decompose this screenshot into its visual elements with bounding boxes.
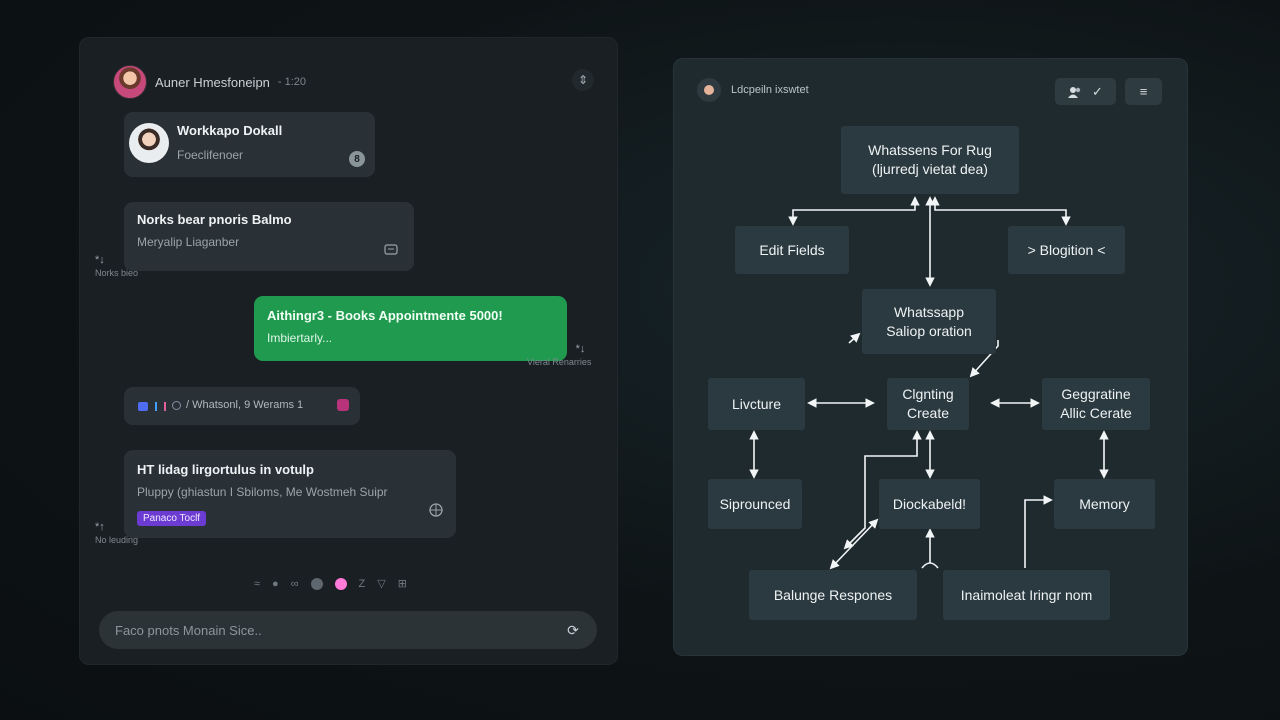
contact-name: Workkapo Dokall (177, 123, 283, 138)
circle-icon (172, 401, 181, 410)
chat-panel: Auner Hmesfoneipn - 1:20 ⇕ Workkapo Doka… (79, 37, 618, 665)
outgoing-message-subtitle: Imbiertarly... (267, 331, 333, 345)
pink-badge-icon (337, 399, 349, 411)
contact-avatar (129, 123, 169, 163)
node-trigger[interactable]: Whatssens For Rug (ljurredj vietat dea) (841, 126, 1019, 194)
user-check-button[interactable]: ✓ (1055, 78, 1116, 105)
contact-subtitle: Foeclifenoer (177, 148, 244, 162)
reaction-bar: ≈ ● ∞ Z ▽ ⊞ (254, 577, 407, 590)
message-meta: *↑ No leuding (95, 521, 139, 545)
node-edit-fields[interactable]: Edit Fields (735, 226, 849, 274)
users-icon (1068, 86, 1081, 98)
contact-card[interactable]: Workkapo Dokall Foeclifenoer 8 (124, 112, 375, 177)
outgoing-message-bubble[interactable]: Aithingr3 - Books Appointmente 5000! Imb… (254, 296, 567, 361)
active-dot-icon[interactable] (334, 577, 347, 590)
node-clgnting[interactable]: Clgnting Create (887, 378, 969, 430)
node-diockabeld[interactable]: Diockabeld! (879, 479, 980, 529)
message-bubble[interactable]: HT lidag lirgortulus in votulp Pluppy (g… (124, 450, 456, 538)
outgoing-message-title: Aithingr3 - Books Appointmente 5000! (267, 308, 503, 323)
reaction-chip[interactable]: / Whatsonl, 9 Werams 1 (124, 387, 360, 425)
swirl-icon[interactable]: ∞ (290, 577, 299, 590)
wave-icon[interactable]: ≈ (254, 577, 261, 590)
workflow-connections (749, 196, 1109, 570)
bar-icon (164, 402, 166, 411)
node-inaimoleat[interactable]: Inaimoleat Iringr nom (943, 570, 1110, 620)
message-bubble[interactable]: Norks bear pnoris Balmo Meryalip Liaganb… (124, 202, 414, 271)
dot-icon[interactable] (310, 577, 323, 590)
chat-header: Auner Hmesfoneipn - 1:20 (113, 65, 306, 99)
triangle-icon[interactable]: ▽ (377, 578, 386, 590)
blue-square-icon (138, 402, 148, 411)
message-meta: *↓ Norks bieo (95, 254, 139, 278)
message-subtitle: Pluppy (ghiastun I Sbiloms, Me Wostmeh S… (137, 485, 388, 499)
workflow-header: Ldcpeiln ixswtet (697, 78, 809, 102)
globe-icon[interactable] (428, 502, 444, 518)
node-livcture[interactable]: Livcture (708, 378, 805, 430)
bag-icon[interactable]: ⊞ (397, 578, 407, 590)
node-blogition[interactable]: > Blogition < (1008, 226, 1125, 274)
z-icon[interactable]: Z (358, 577, 366, 590)
label-tag[interactable]: Panaco Toclf (137, 511, 207, 526)
attachment-icon[interactable] (384, 244, 398, 256)
workflow-logo-icon (697, 78, 721, 102)
send-icon[interactable]: ⟳ (567, 621, 579, 638)
chat-title: Auner Hmesfoneipn (155, 74, 270, 90)
node-geggratine[interactable]: Geggratine Allic Cerate (1042, 378, 1150, 430)
chat-time: - 1:20 (277, 76, 307, 88)
node-siprounced[interactable]: Siprounced (708, 479, 802, 529)
pin-icon: *↓ (95, 254, 105, 266)
message-title: HT lidag lirgortulus in votulp (137, 462, 314, 477)
expand-icon[interactable]: ⇕ (572, 69, 594, 91)
menu-button[interactable]: ≡ (1125, 78, 1162, 105)
workflow-title: Ldcpeiln ixswtet (731, 84, 809, 96)
menu-icon: ≡ (1139, 84, 1148, 99)
node-balunge-responses[interactable]: Balunge Respones (749, 570, 917, 620)
message-subtitle: Meryalip Liaganber (137, 235, 240, 249)
message-composer: ⟳ (99, 611, 597, 649)
star-icon: *↑ (95, 521, 105, 533)
avatar[interactable] (113, 65, 147, 99)
unread-badge: 8 (349, 151, 365, 167)
pin-icon: *↓ (575, 343, 586, 355)
workflow-panel: Ldcpeiln ixswtet ✓ ≡ (673, 58, 1188, 656)
message-input[interactable] (113, 621, 563, 639)
chip-text: / Whatsonl, 9 Werams 1 (186, 399, 304, 411)
node-memory[interactable]: Memory (1054, 479, 1155, 529)
outgoing-message-meta: *↓ Vieral Renarries (527, 343, 592, 367)
bar-icon (155, 402, 157, 411)
check-icon: ✓ (1092, 83, 1103, 99)
drop-icon[interactable]: ● (272, 577, 279, 590)
message-title: Norks bear pnoris Balmo (137, 212, 292, 227)
node-whatsapp[interactable]: Whatssapp Saliop oration (862, 289, 996, 354)
